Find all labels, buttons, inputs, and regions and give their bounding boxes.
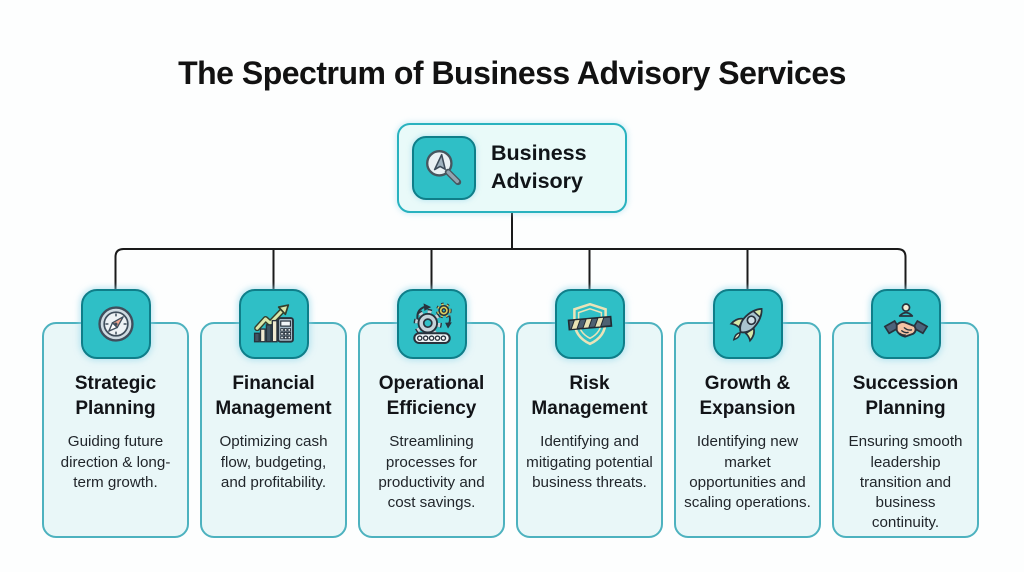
card-description: Guiding future direction & long-term gro… [60,433,171,491]
card-title: Financial Management [215,373,332,419]
card-description: Streamlining processes for productivity … [378,433,485,512]
card-description: Ensuring smooth leadership transition an… [848,433,963,532]
card-growth-expansion: Growth & Expansion Identifying new marke… [674,289,821,538]
root-node-business-advisory: Business Advisory [397,123,627,213]
card-title: Growth & Expansion [699,373,796,419]
card-description: Identifying new market opportunities and… [684,433,811,512]
card-title: Strategic Planning [74,373,157,419]
root-node-label: Business Advisory [491,141,587,193]
card-description: Optimizing cash flow, budgeting, and pro… [219,433,328,491]
card-description: Identifying and mitigating potential bus… [526,433,653,491]
shield-band-icon [554,289,625,359]
bar-chart-calculator-icon [238,289,309,359]
card-risk-management: Risk Management Identifying and mitigati… [516,289,663,538]
service-cards-row: Strategic Planning Guiding future direct… [42,289,979,538]
card-title: Risk Management [531,373,648,419]
card-financial-management: Financial Management Optimizing cash flo… [200,289,347,538]
card-operational-efficiency: Operational Efficiency Streamlining proc… [358,289,505,538]
card-strategic-planning: Strategic Planning Guiding future direct… [42,289,189,538]
compass-icon [80,289,151,359]
magnifier-cursor-icon [412,136,476,200]
card-title: Operational Efficiency [378,373,485,419]
page-title: The Spectrum of Business Advisory Servic… [178,55,846,91]
handshake-icon [870,289,941,359]
card-title: Succession Planning [852,373,959,419]
rocket-icon [712,289,783,359]
gears-conveyor-icon [396,289,467,359]
card-succession-planning: Succession Planning Ensuring smooth lead… [832,289,979,538]
